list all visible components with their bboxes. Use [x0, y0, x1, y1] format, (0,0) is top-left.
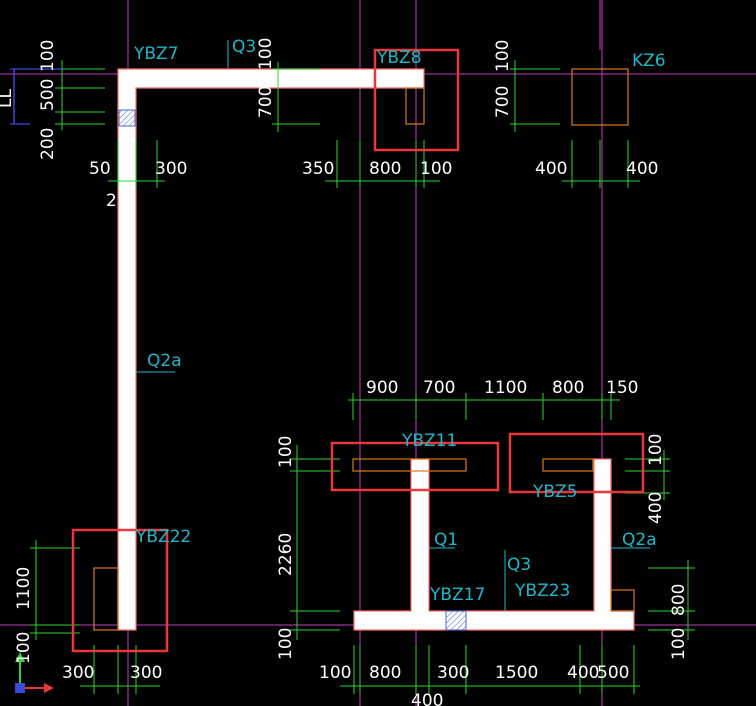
dim-ll-v: LL: [0, 89, 16, 108]
column-ybz5: [542, 458, 594, 472]
column-ybz8: [405, 87, 425, 125]
dim-2x: 2: [106, 191, 117, 211]
dim-300-b: 300: [62, 663, 94, 683]
label-kz6: KZ6: [632, 51, 666, 71]
dim-100-v1: 100: [38, 40, 58, 72]
dim-700-v2: 700: [493, 86, 513, 118]
dim-100-v7: 100: [669, 628, 689, 660]
dim-800-v: 800: [669, 584, 689, 616]
hatch-ybz7: [118, 109, 136, 127]
wall-bottom-u: [353, 458, 635, 631]
dim-800-b: 800: [369, 663, 401, 683]
dim-100-v3: 100: [493, 40, 513, 72]
label-ybz23: YBZ23: [514, 581, 570, 601]
dim-300-c: 300: [130, 663, 162, 683]
column-ybz22: [93, 567, 119, 631]
dim-350: 350: [302, 159, 334, 179]
dim-400-a: 400: [535, 159, 567, 179]
hatch-ybz17: [445, 610, 467, 631]
column-kz6: [571, 68, 629, 126]
dim-400-b: 400: [626, 159, 658, 179]
dim-200-v: 200: [38, 128, 58, 160]
highlight-ybz5: [508, 432, 645, 494]
highlight-ybz8: [373, 48, 460, 152]
column-right-end: [610, 589, 635, 612]
dim-100-v4: 100: [276, 436, 296, 468]
highlight-ybz11: [330, 441, 500, 492]
dimension-lines: [30, 40, 695, 694]
label-ybz8: YBZ8: [376, 48, 422, 68]
label-ybz5: YBZ5: [532, 482, 578, 502]
level-bracket: [10, 68, 62, 125]
dim-100-v6: 100: [646, 434, 666, 466]
highlight-boxes: [71, 48, 645, 653]
label-q3-top: Q3: [232, 37, 256, 57]
dim-1500: 1500: [495, 663, 538, 683]
ucs-icon: [15, 652, 54, 693]
dim-700-m: 700: [423, 378, 455, 398]
dim-700-v1: 700: [256, 86, 276, 118]
dim-900: 900: [366, 378, 398, 398]
dim-500: 500: [597, 663, 629, 683]
label-q2a-right: Q2a: [622, 530, 657, 550]
dim-100-v5: 100: [276, 628, 296, 660]
dim-150: 150: [606, 378, 638, 398]
dim-2260-v: 2260: [276, 533, 296, 576]
dim-100-a: 100: [420, 159, 452, 179]
label-ybz11: YBZ11: [401, 431, 457, 451]
label-ybz7: YBZ7: [133, 44, 179, 64]
dim-1100-m: 1100: [484, 378, 527, 398]
dim-800-m: 800: [552, 378, 584, 398]
highlight-ybz22: [71, 528, 169, 653]
dim-100-b: 100: [319, 663, 351, 683]
dim-100-v2: 100: [256, 38, 276, 70]
dim-400-v: 400: [646, 492, 666, 524]
label-ybz17: YBZ17: [429, 585, 485, 605]
dim-500-v: 500: [38, 79, 58, 111]
dim-400-d: 400: [411, 691, 443, 706]
columns: [93, 68, 635, 631]
label-ybz22: YBZ22: [135, 527, 191, 547]
dim-400-c: 400: [567, 663, 599, 683]
dim-300-d: 300: [437, 663, 469, 683]
labels: YBZ7 Q3 YBZ8 KZ6 Q2a YBZ11 YBZ5 YBZ22 Q1…: [0, 37, 689, 706]
dim-1100-v: 1100: [14, 567, 34, 610]
dim-100-v8: 100: [14, 632, 34, 664]
label-q2a-left: Q2a: [147, 351, 182, 371]
dim-800-a: 800: [369, 159, 401, 179]
dim-300-a: 300: [155, 159, 187, 179]
column-ybz11: [352, 458, 467, 472]
walls: [117, 68, 635, 631]
label-q3-bottom: Q3: [507, 555, 531, 575]
dim-50: 50: [89, 159, 111, 179]
label-q1: Q1: [434, 530, 458, 550]
